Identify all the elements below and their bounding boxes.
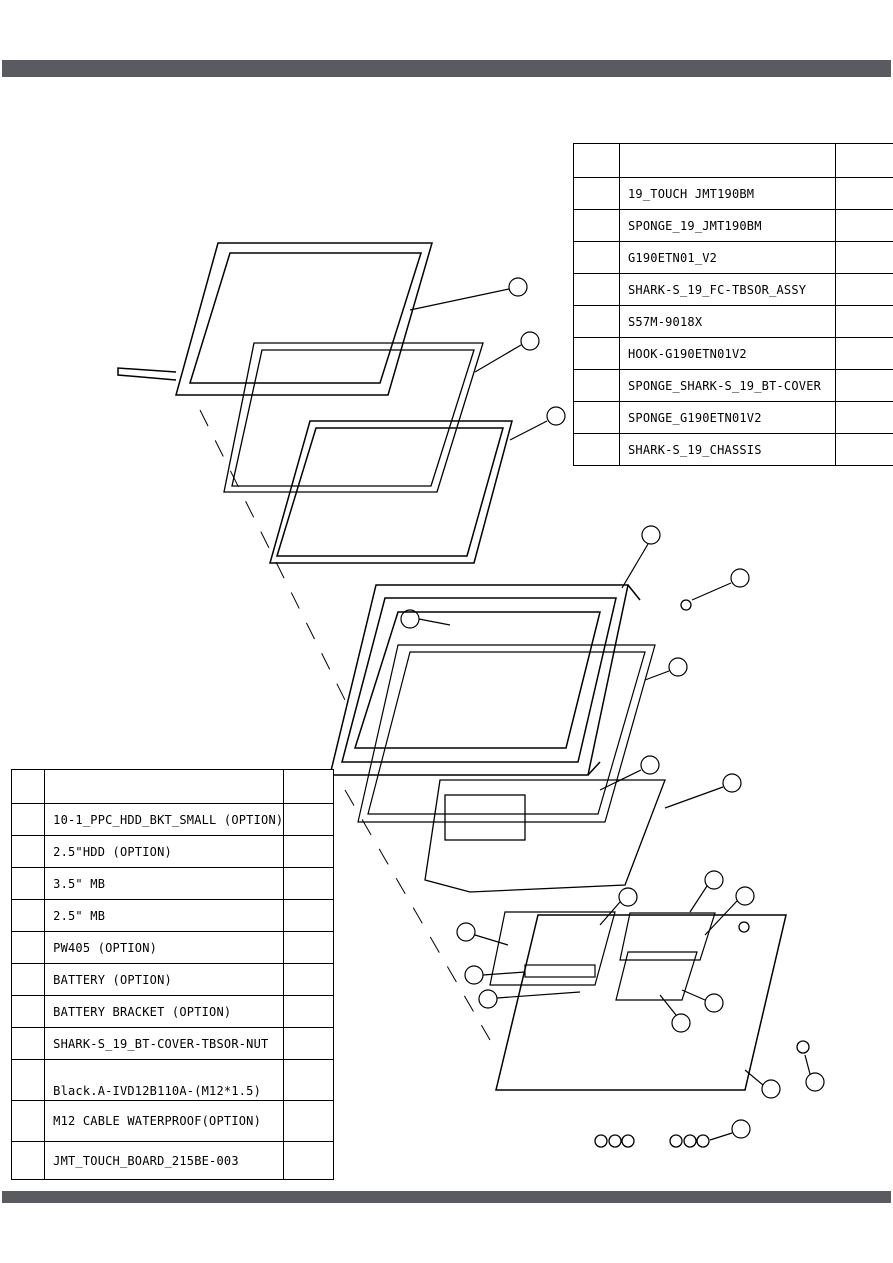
part-name: 2.5" MB — [44, 899, 285, 932]
part-name: Black.A-IVD12B110A-(M12*1.5) — [44, 1059, 285, 1101]
part-name: JMT_TOUCH_BOARD_215BE-003 — [44, 1141, 285, 1180]
table-row: SPONGE_SHARK-S_19_BT-COVER — [573, 369, 893, 402]
table-row: 2.5"HDD (OPTION) — [10, 835, 334, 868]
touch-panel — [117, 242, 433, 396]
connectors — [594, 599, 810, 1148]
table-row: M12 CABLE WATERPROOF(OPTION) — [10, 1100, 334, 1142]
table-row: SHARK-S_19_FC-TBSOR_ASSY — [573, 273, 893, 306]
table-row: SHARK-S_19_BT-COVER-TBSOR-NUT — [10, 1027, 334, 1060]
balloons — [400, 277, 825, 1141]
part-name: SHARK-S_19_CHASSIS — [619, 433, 836, 466]
part-name: G190ETN01_V2 — [619, 241, 836, 274]
table-row: BATTERY (OPTION) — [10, 963, 334, 996]
bezel-gasket — [357, 644, 656, 823]
part-name: 10-1_PPC_HDD_BKT_SMALL (OPTION) — [44, 803, 285, 836]
part-name: HOOK-G190ETN01V2 — [619, 337, 836, 370]
front-bezel — [329, 584, 641, 776]
table-row: PW405 (OPTION) — [10, 931, 334, 964]
table-row: 10-1_PPC_HDD_BKT_SMALL (OPTION) — [10, 803, 334, 836]
table-row: HOOK-G190ETN01V2 — [573, 337, 893, 370]
table-row: 2.5" MB — [10, 899, 334, 932]
table-row: SPONGE_G190ETN01V2 — [573, 401, 893, 434]
part-name: 19_TOUCH JMT190BM — [619, 177, 836, 210]
part-name: M12 CABLE WATERPROOF(OPTION) — [44, 1100, 285, 1142]
footer-bar — [2, 1191, 891, 1203]
part-name: 3.5" MB — [44, 867, 285, 900]
part-name: PW405 (OPTION) — [44, 931, 285, 964]
sponge-frame — [223, 342, 484, 493]
back-cover-plate — [424, 779, 666, 893]
table-row: BATTERY BRACKET (OPTION) — [10, 995, 334, 1028]
mainboard-assembly — [489, 911, 716, 1001]
part-name: BATTERY (OPTION) — [44, 963, 285, 996]
part-name: 2.5"HDD (OPTION) — [44, 835, 285, 868]
table-row: 3.5" MB — [10, 867, 334, 900]
table-header-row — [573, 143, 893, 178]
table-row: Black.A-IVD12B110A-(M12*1.5) — [10, 1059, 334, 1101]
part-name: SPONGE_19_JMT190BM — [619, 209, 836, 242]
table-row: SPONGE_19_JMT190BM — [573, 209, 893, 242]
header-bar — [2, 60, 891, 77]
table-row: S57M-9018X — [573, 305, 893, 338]
part-name: S57M-9018X — [619, 305, 836, 338]
chassis — [495, 914, 787, 1091]
parts-table-right: 19_TOUCH JMT190BM SPONGE_19_JMT190BM G19… — [573, 143, 893, 466]
table-row: 19_TOUCH JMT190BM — [573, 177, 893, 210]
table-header-row — [10, 769, 334, 804]
part-name: SHARK-S_19_BT-COVER-TBSOR-NUT — [44, 1027, 285, 1060]
part-name: SPONGE_G190ETN01V2 — [619, 401, 836, 434]
part-name: BATTERY BRACKET (OPTION) — [44, 995, 285, 1028]
part-name: SHARK-S_19_FC-TBSOR_ASSY — [619, 273, 836, 306]
parts-table-left: 10-1_PPC_HDD_BKT_SMALL (OPTION) 2.5"HDD … — [10, 769, 334, 1180]
part-name: SPONGE_SHARK-S_19_BT-COVER — [619, 369, 836, 402]
assembly-axis — [199, 409, 491, 1041]
table-row: JMT_TOUCH_BOARD_215BE-003 — [10, 1141, 334, 1180]
table-row: SHARK-S_19_CHASSIS — [573, 433, 893, 466]
table-row: G190ETN01_V2 — [573, 241, 893, 274]
lcd-panel — [269, 420, 513, 564]
